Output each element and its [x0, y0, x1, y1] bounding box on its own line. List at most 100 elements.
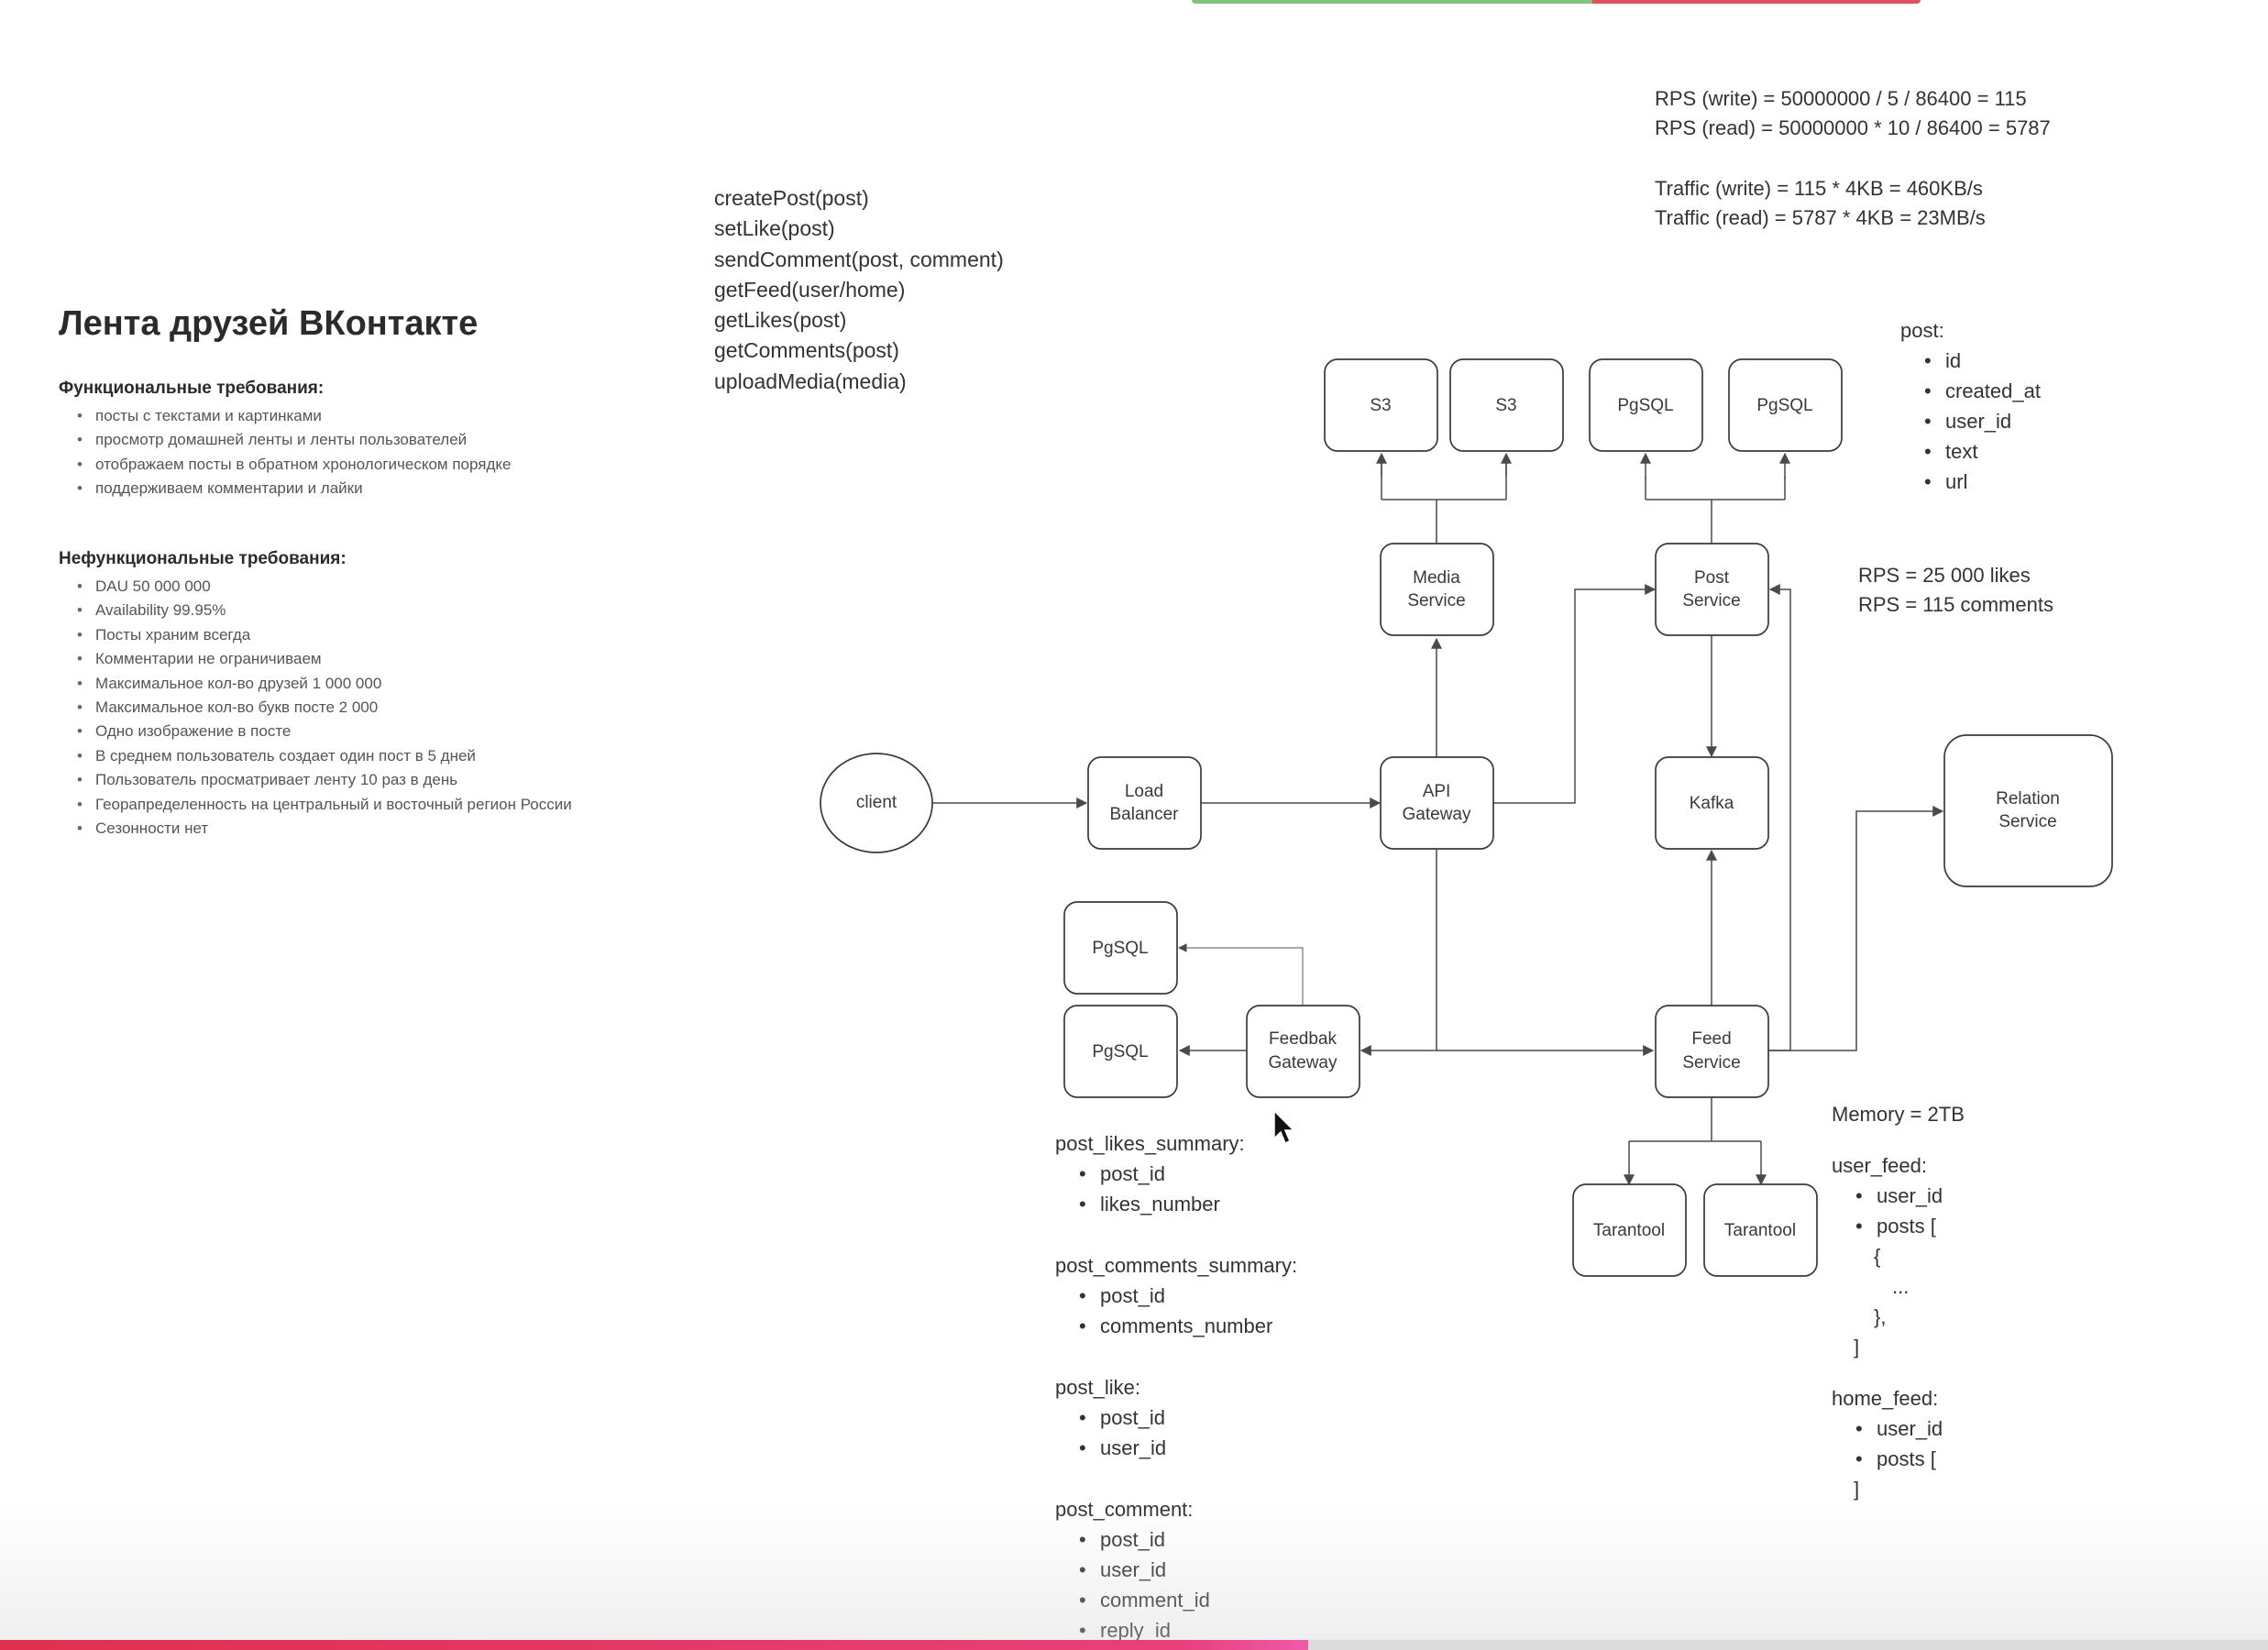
summary-field: likes_number [1055, 1189, 1297, 1219]
pgsql-node [1063, 901, 1178, 995]
kafka-label: Kafka [1690, 794, 1734, 813]
list-item: Availability 99.95% [59, 599, 572, 623]
tarantool-node [1703, 1183, 1818, 1277]
kafka-node [1655, 756, 1769, 850]
summary-title: post_comment: [1055, 1495, 1297, 1524]
list-item: поддерживаем комментарии и лайки [59, 477, 511, 501]
ellipsis: ... [1892, 1275, 1910, 1298]
close-bracket: ] [1854, 1478, 1860, 1501]
summary-fields: post_id user_id comment_id reply_id [1055, 1524, 1297, 1645]
summary-field: post_id [1055, 1159, 1297, 1189]
list-item: Сезонности нет [59, 817, 572, 842]
api-method: sendComment(post, comment) [714, 247, 1004, 271]
s3-label: S3 [1495, 396, 1516, 415]
api-method: getFeed(user/home) [714, 277, 906, 302]
api-method: createPost(post) [714, 186, 869, 210]
s3-label: S3 [1370, 396, 1391, 415]
summary-block: post_likes_summary: post_id likes_number [1055, 1129, 1297, 1219]
client-label: client [856, 793, 897, 812]
api-method: uploadMedia(media) [714, 368, 907, 393]
tarantool-label: Tarantool [1724, 1221, 1796, 1240]
load-balancer-node [1087, 756, 1202, 850]
pgsql-node [1728, 358, 1843, 452]
schema-field: user_id [1900, 406, 2041, 436]
schema-field: id [1900, 346, 2041, 376]
summary-block: post_comment: post_id user_id comment_id… [1055, 1495, 1297, 1645]
media-service-label: Service [1407, 591, 1465, 610]
list-item: Посты храним всегда [59, 623, 572, 648]
post-service-node [1655, 543, 1769, 636]
mouse-cursor-icon [1273, 1109, 1295, 1144]
open-brace: { [1874, 1245, 1881, 1268]
summary-field: post_id [1055, 1402, 1297, 1433]
pgsql-node [1589, 358, 1703, 452]
list-item: Максимальное кол-во друзей 1 000 000 [59, 672, 572, 697]
post-service-label: Service [1682, 591, 1740, 610]
user-feed-title: user_feed: [1832, 1154, 1927, 1177]
functional-list: посты с текстами и картинками просмотр д… [59, 404, 511, 501]
pgsql-label: PgSQL [1617, 396, 1673, 415]
post-schema: post: id created_at user_id text url [1900, 316, 2041, 497]
rps-likes: RPS = 25 000 likes [1858, 564, 2031, 587]
rps-comments: RPS = 115 comments [1858, 593, 2053, 616]
top-accent-bar [1192, 0, 1921, 4]
functional-requirements: Функциональные требования: посты с текст… [59, 379, 511, 501]
memory-estimate: Memory = 2TB [1832, 1103, 1965, 1126]
bottom-shade [0, 1503, 2268, 1641]
edge-feed-relation [1768, 806, 1944, 1051]
rps-calculations: RPS (write) = 50000000 / 5 / 86400 = 115… [1655, 84, 2051, 143]
pgsql-label: PgSQL [1092, 1042, 1148, 1062]
user-feed-field: user_id [1832, 1181, 1965, 1211]
likes-rps: RPS = 25 000 likes RPS = 115 comments [1858, 561, 2053, 620]
pgsql-node [1063, 1005, 1178, 1098]
summaries: post_likes_summary: post_id likes_number… [1055, 1129, 1297, 1645]
summary-title: post_comments_summary: [1055, 1254, 1298, 1277]
api-method: getComments(post) [714, 338, 899, 363]
summary-field: user_id [1055, 1555, 1297, 1585]
edge-feed-tarantool [1629, 1097, 1761, 1142]
list-item: Георапределенность на центральный и вост… [59, 793, 572, 818]
user-feed-fields: user_id posts [ [1832, 1181, 1965, 1241]
list-item: Пользователь просматривает ленту 10 раз … [59, 768, 572, 793]
summary-fields: post_id likes_number [1055, 1159, 1297, 1219]
s3-node [1324, 358, 1438, 452]
summary-title: post_likes_summary: [1055, 1132, 1245, 1155]
list-item: Одно изображение в посте [59, 720, 572, 744]
load-balancer-label: Load [1125, 782, 1163, 801]
schema-field: created_at [1900, 376, 2041, 406]
summary-field: reply_id [1055, 1615, 1297, 1645]
feedback-gateway-label: Feedbak [1269, 1029, 1337, 1049]
close-brace: }, [1874, 1305, 1887, 1328]
schema-field: text [1900, 436, 2041, 467]
home-feed-title: home_feed: [1832, 1387, 1939, 1410]
rps-read: RPS (read) = 50000000 * 10 / 86400 = 578… [1655, 116, 2051, 139]
list-item: отображаем посты в обратном хронологичес… [59, 453, 511, 478]
summary-fields: post_id user_id [1055, 1402, 1297, 1463]
summary-field: post_id [1055, 1524, 1297, 1555]
edge-feed-post [1768, 584, 1791, 1051]
pgsql-label: PgSQL [1756, 396, 1812, 415]
feed-service-node [1655, 1005, 1769, 1098]
feed-storage: Memory = 2TB user_feed: user_id posts [ … [1832, 1099, 1965, 1504]
traffic-calculations: Traffic (write) = 115 * 4KB = 460KB/s Tr… [1655, 174, 1986, 233]
schema-field: url [1900, 467, 2041, 497]
page-title: Лента друзей ВКонтакте [59, 304, 479, 343]
video-progress-fill [0, 1640, 1309, 1650]
video-progress-bar[interactable] [0, 1640, 2268, 1650]
relation-service-label: Relation [1996, 789, 2060, 808]
summary-field: comments_number [1055, 1311, 1297, 1341]
user-feed-field: posts [ [1832, 1211, 1965, 1241]
media-service-node [1380, 543, 1494, 636]
schema-title: post: [1900, 319, 1944, 342]
feedback-gateway-label: Gateway [1269, 1053, 1338, 1072]
summary-fields: post_id comments_number [1055, 1281, 1297, 1341]
relation-service-label: Service [1998, 812, 2056, 831]
edge-feedback-pgsql-a [1178, 943, 1304, 1006]
summary-block: post_comments_summary: post_id comments_… [1055, 1251, 1297, 1341]
client-node [820, 753, 933, 853]
tarantool-label: Tarantool [1593, 1221, 1665, 1240]
summary-field: post_id [1055, 1281, 1297, 1311]
close-bracket: ] [1854, 1336, 1860, 1358]
api-method: setLike(post) [714, 216, 835, 241]
